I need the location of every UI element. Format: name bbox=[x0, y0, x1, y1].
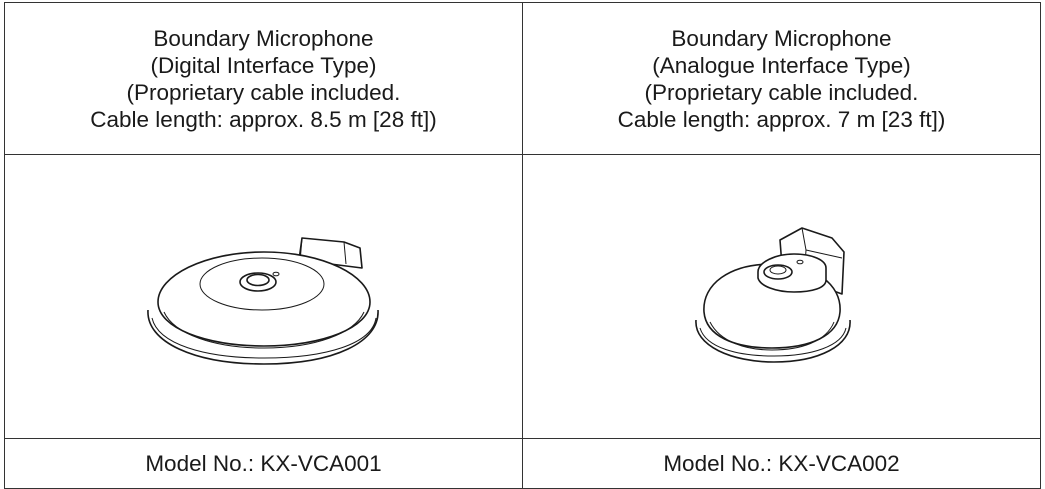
illustration-row bbox=[4, 154, 1041, 439]
model-cell-digital: Model No.: KX-VCA001 bbox=[4, 438, 523, 489]
header-row: Boundary Microphone (Digital Interface T… bbox=[4, 2, 1041, 155]
description-digital: Boundary Microphone (Digital Interface T… bbox=[5, 25, 522, 133]
model-number-digital: Model No.: KX-VCA001 bbox=[145, 451, 382, 476]
boundary-microphone-analogue-icon bbox=[694, 226, 851, 363]
model-number-analogue: Model No.: KX-VCA002 bbox=[663, 451, 900, 476]
description-line: Cable length: approx. 7 m [23 ft]) bbox=[617, 106, 946, 132]
description-line: Boundary Microphone bbox=[153, 25, 374, 51]
description-line: (Proprietary cable included. bbox=[644, 79, 919, 105]
illustration-cell-analogue bbox=[522, 154, 1041, 439]
header-cell-analogue: Boundary Microphone (Analogue Interface … bbox=[522, 2, 1041, 155]
description-line: Cable length: approx. 8.5 m [28 ft]) bbox=[90, 106, 437, 132]
model-row: Model No.: KX-VCA001 Model No.: KX-VCA00… bbox=[4, 438, 1041, 489]
header-cell-digital: Boundary Microphone (Digital Interface T… bbox=[4, 2, 523, 155]
description-line: Boundary Microphone bbox=[671, 25, 892, 51]
description-analogue: Boundary Microphone (Analogue Interface … bbox=[523, 25, 1040, 133]
description-line: (Digital Interface Type) bbox=[150, 52, 377, 78]
model-cell-analogue: Model No.: KX-VCA002 bbox=[522, 438, 1041, 489]
microphone-spec-table: Boundary Microphone (Digital Interface T… bbox=[4, 2, 1041, 489]
description-line: (Analogue Interface Type) bbox=[652, 52, 911, 78]
illustration-cell-digital bbox=[4, 154, 523, 439]
description-line: (Proprietary cable included. bbox=[126, 79, 401, 105]
boundary-microphone-digital-icon bbox=[146, 236, 379, 365]
